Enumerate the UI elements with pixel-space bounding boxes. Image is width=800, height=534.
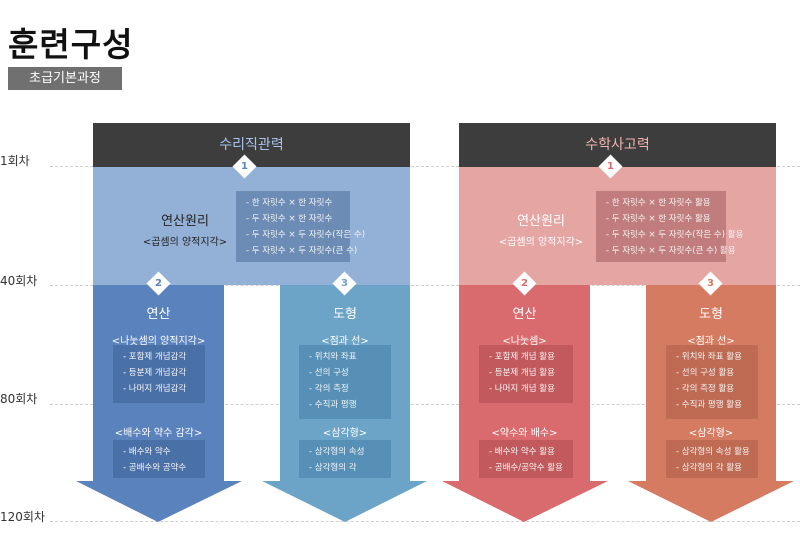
- right-top-subtitle: <곱셈의 양적지각>: [498, 237, 584, 248]
- right-step-2-badge: 2: [512, 271, 537, 296]
- list-item: - 위치와 좌표: [309, 352, 357, 362]
- right-col-b-subtitle: <점과 선>: [687, 336, 735, 347]
- right-top-list: - 한 자릿수 × 한 자릿수 활용 - 두 자릿수 × 한 자릿수 활용 - …: [596, 191, 744, 262]
- list-item: - 선의 구성 활용: [676, 368, 735, 378]
- right-col-b-list-2: - 삼각형의 속성 활용 - 삼각형의 각 활용: [666, 440, 758, 478]
- list-item: - 공배수/공약수 활용: [489, 463, 563, 473]
- timeline-label-80: 80회차: [0, 392, 38, 406]
- left-col-b-title: 도형: [333, 307, 357, 322]
- list-item: - 등분제 개념 활용: [489, 368, 555, 378]
- timeline-line-1: [50, 166, 800, 167]
- list-item: - 배수와 약수 활용: [489, 447, 555, 457]
- list-item: - 두 자릿수 × 두 자릿수(큰 수): [246, 246, 358, 256]
- left-col-b-subtitle: <점과 선>: [321, 336, 369, 347]
- left-col-a-title: 연산: [146, 307, 171, 322]
- timeline-line-80: [50, 404, 800, 405]
- left-col-a-subtitle: <나눗셈의 양적지각>: [111, 336, 206, 347]
- left-top-list: - 한 자릿수 × 한 자릿수 - 두 자릿수 × 한 자릿수 - 두 자릿수 …: [236, 191, 366, 262]
- course-badge: 초급기본과정: [8, 67, 122, 90]
- list-item: - 삼각형의 속성 활용: [676, 447, 750, 457]
- timeline-line-40: [50, 285, 800, 286]
- timeline-line-120: [50, 521, 800, 522]
- right-step-3-number: 3: [707, 278, 714, 289]
- timeline-label-120: 120회차: [0, 510, 45, 524]
- list-item: - 수직과 평행 활용: [676, 400, 742, 410]
- left-step-2-badge: 2: [146, 271, 171, 296]
- right-col-b-list: - 위치와 좌표 활용 - 선의 구성 활용 - 각의 측정 활용 - 수직과 …: [666, 345, 758, 419]
- list-item: - 수직과 평행: [309, 400, 357, 410]
- left-step-2-number: 2: [155, 278, 162, 289]
- right-step-1-badge: 1: [598, 154, 623, 179]
- left-col-a-list: - 포함제 개념감각 - 등분제 개념감각 - 나머지 개념감각: [113, 345, 205, 403]
- left-col-a-subtitle-2: <배수와 약수 감각>: [114, 428, 203, 439]
- timeline-label-1: 1회차: [0, 154, 30, 168]
- right-step-1-number: 1: [607, 161, 614, 172]
- list-item: - 공배수와 공약수: [123, 463, 187, 473]
- left-top-title: 연산원리: [161, 214, 209, 229]
- list-item: - 포함제 개념감각: [123, 352, 187, 362]
- right-col-b-subtitle-2: <삼각형>: [688, 428, 734, 439]
- list-item: - 나머지 개념감각: [123, 384, 187, 394]
- list-item: - 삼각형의 각: [309, 463, 357, 473]
- right-step-3-badge: 3: [698, 271, 723, 296]
- list-item: - 포함제 개념 활용: [489, 352, 555, 362]
- left-col-b-list-2: - 삼각형의 속성 - 삼각형의 각: [299, 440, 391, 478]
- list-item: - 나머지 개념 활용: [489, 384, 555, 394]
- list-item: - 각의 측정: [309, 384, 349, 394]
- right-col-a-subtitle: <나눗셈>: [502, 336, 547, 347]
- left-col-a-list-2: - 배수와 약수 - 공배수와 공약수: [113, 440, 205, 478]
- list-item: - 등분제 개념감각: [123, 368, 187, 378]
- list-item: - 두 자릿수 × 두 자릿수(작은 수) 활용: [606, 230, 744, 240]
- right-col-a-list: - 포함제 개념 활용 - 등분제 개념 활용 - 나머지 개념 활용: [479, 345, 573, 403]
- list-item: - 위치와 좌표 활용: [676, 352, 742, 362]
- list-item: - 두 자릿수 × 두 자릿수(큰 수) 활용: [606, 246, 736, 256]
- list-item: - 삼각형의 속성: [309, 447, 365, 457]
- right-top-title: 연산원리: [517, 214, 565, 229]
- left-step-1-badge: 1: [232, 154, 257, 179]
- right-header: 수학사고력: [459, 123, 776, 167]
- right-step-2-number: 2: [521, 278, 528, 289]
- list-item: - 배수와 약수: [123, 447, 171, 457]
- list-item: - 한 자릿수 × 한 자릿수: [246, 198, 333, 208]
- left-step-3-badge: 3: [332, 271, 357, 296]
- list-item: - 두 자릿수 × 두 자릿수(작은 수): [246, 230, 366, 240]
- timeline-label-40: 40회차: [0, 274, 38, 288]
- right-col-a-title: 연산: [512, 307, 537, 322]
- list-item: - 두 자릿수 × 한 자릿수: [246, 214, 333, 224]
- right-col-a-list-2: - 배수와 약수 활용 - 공배수/공약수 활용: [479, 440, 573, 478]
- left-col-b-list: - 위치와 좌표 - 선의 구성 - 각의 측정 - 수직과 평행: [299, 345, 391, 419]
- left-step-3-number: 3: [341, 278, 348, 289]
- right-col-a-subtitle-2: <약수와 배수>: [491, 428, 558, 439]
- page-title: 훈련구성: [8, 25, 134, 64]
- left-step-1-number: 1: [241, 161, 248, 172]
- left-header: 수리직관력: [93, 123, 410, 167]
- list-item: - 한 자릿수 × 한 자릿수 활용: [606, 198, 711, 208]
- left-col-b-subtitle-2: <삼각형>: [322, 428, 368, 439]
- list-item: - 선의 구성: [309, 368, 349, 378]
- list-item: - 삼각형의 각 활용: [676, 463, 742, 473]
- left-top-subtitle: <곱셈의 양적지각>: [142, 237, 228, 248]
- list-item: - 두 자릿수 × 한 자릿수 활용: [606, 214, 711, 224]
- list-item: - 각의 측정 활용: [676, 384, 735, 394]
- right-col-b-title: 도형: [699, 307, 723, 322]
